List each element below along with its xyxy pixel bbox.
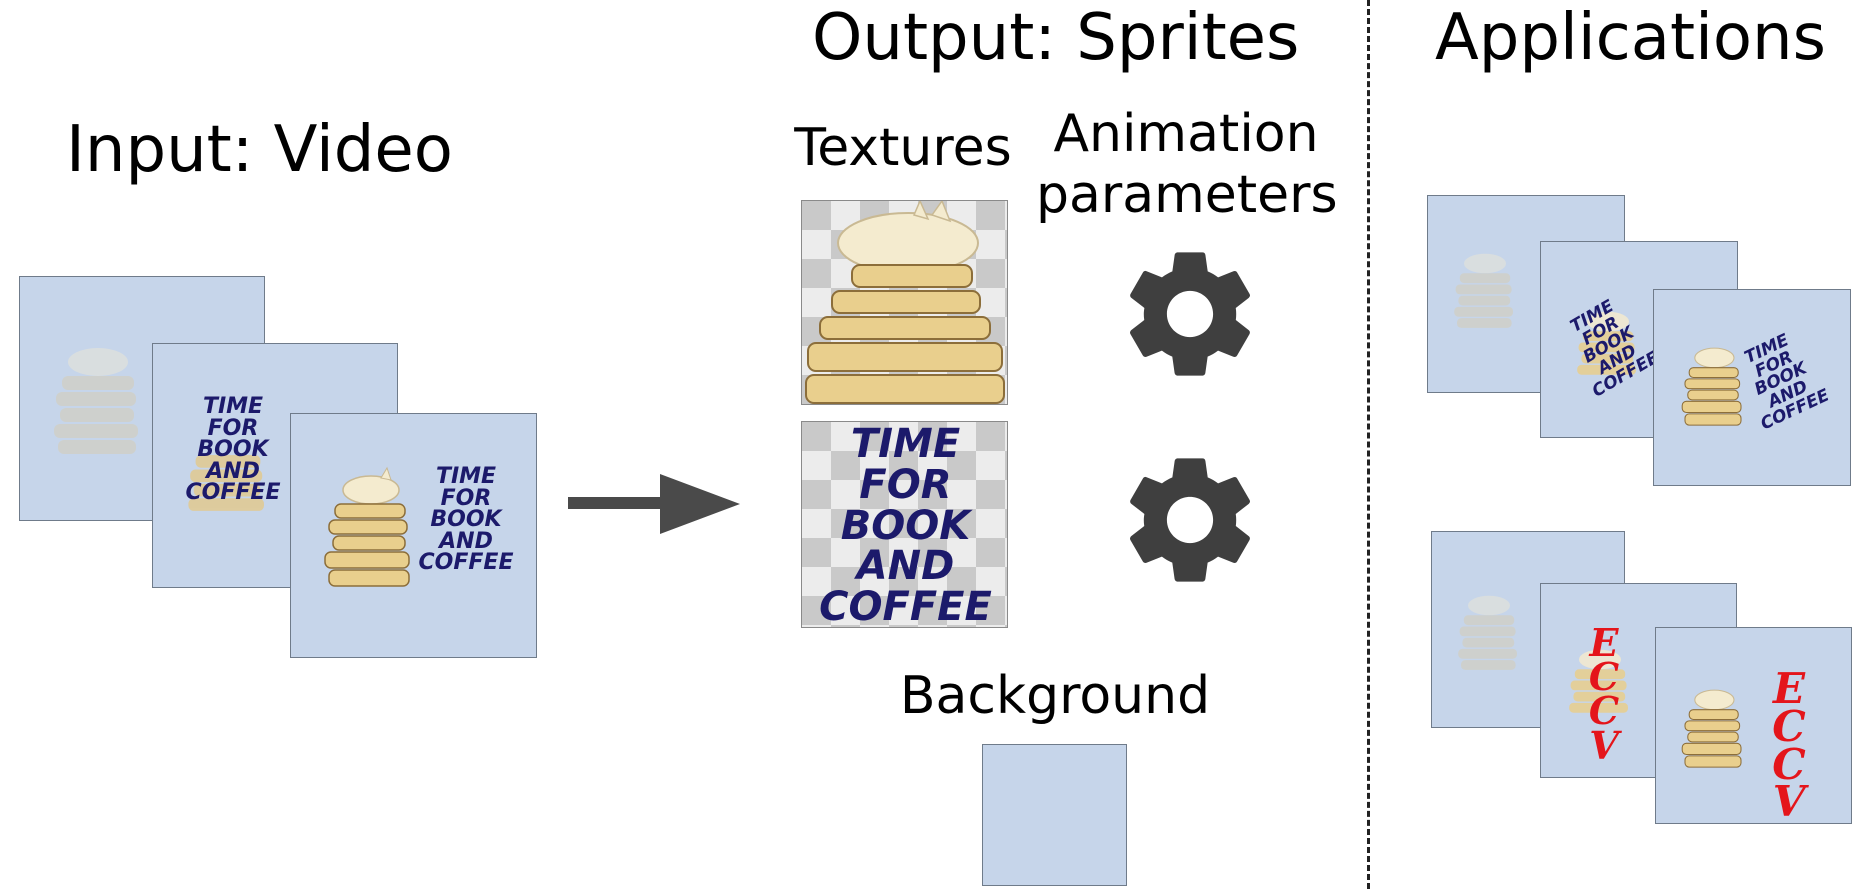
texture-sprite-1 [801, 200, 1008, 405]
section-divider [1367, 0, 1370, 889]
cat-on-books-icon [324, 466, 410, 587]
cat-on-books-icon [188, 455, 264, 511]
poster-text: TIME FOR BOOK AND COFFEE [819, 421, 992, 628]
background-label: Background [899, 666, 1211, 726]
eccv-text: E C C V [1588, 620, 1620, 768]
background-sprite [982, 744, 1127, 886]
textures-label: Textures [794, 118, 1012, 178]
application-frame: E C C V [1655, 627, 1852, 824]
application-frame: TIME FOR BOOK AND COFFEE [1653, 289, 1851, 486]
cat-on-books-icon [805, 201, 1005, 404]
texture-sprite-2: TIME FOR BOOK AND COFFEE [801, 421, 1008, 628]
eccv-text: E C C V [1772, 664, 1806, 824]
cat-on-books-icon [54, 348, 138, 454]
cat-on-books-icon [1577, 311, 1636, 375]
cat-on-books-icon [1681, 347, 1742, 426]
gear-icon [1130, 458, 1250, 582]
cat-on-books-icon [1681, 689, 1742, 768]
input-heading: Input: Video [66, 113, 453, 187]
animation-parameters-label: Animation parameters [1036, 104, 1338, 226]
poster-text: TIME FOR BOOK AND COFFEE [185, 394, 281, 506]
output-heading: Output: Sprites [812, 1, 1300, 75]
poster-text: TIME FOR BOOK AND COFFEE [418, 464, 514, 576]
arrow-right-icon [568, 474, 740, 534]
applications-heading: Applications [1435, 1, 1826, 75]
cat-on-books-icon [1458, 595, 1517, 670]
cat-on-books-icon [1569, 649, 1628, 713]
cat-on-books-icon [1454, 253, 1513, 328]
gear-icon [1130, 252, 1250, 376]
input-frame-3: TIME FOR BOOK AND COFFEE [290, 413, 537, 658]
